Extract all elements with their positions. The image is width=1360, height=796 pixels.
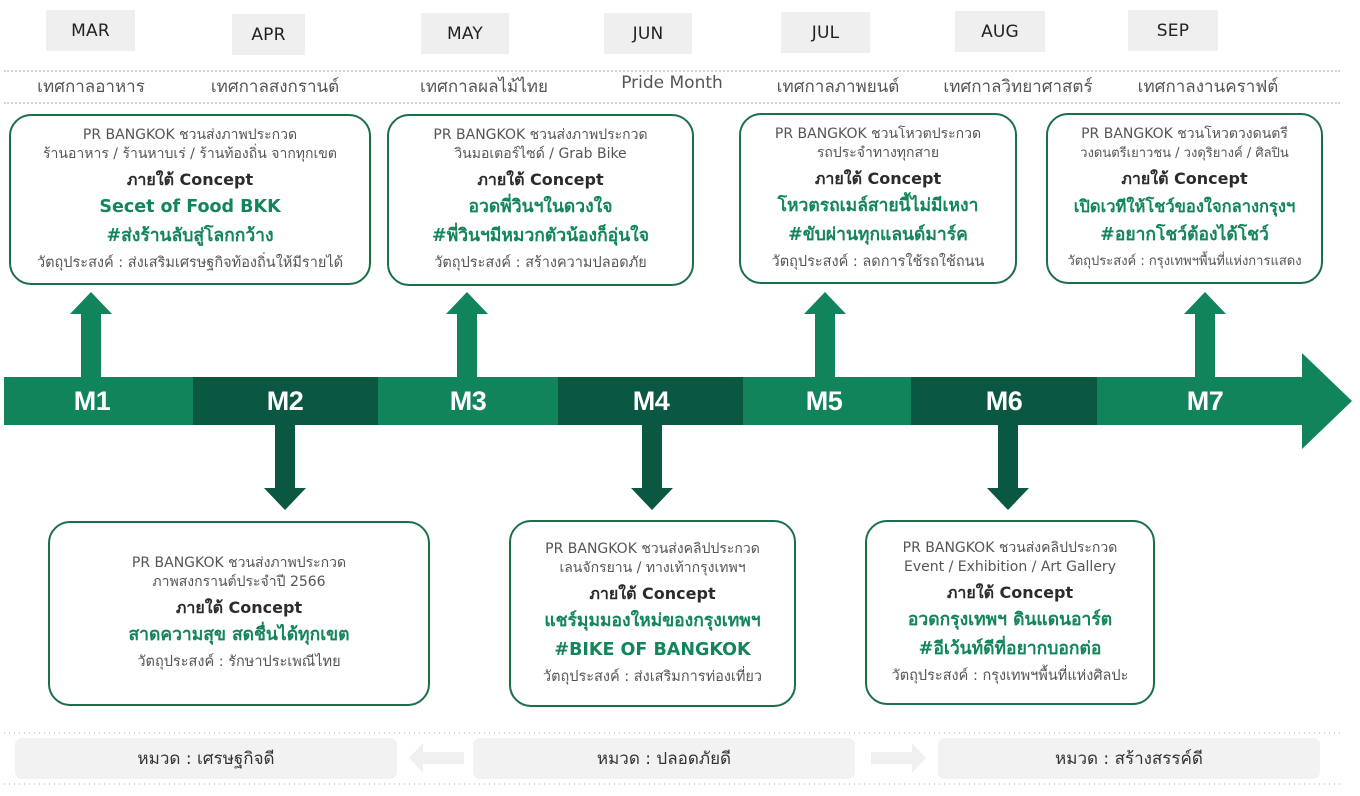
card-intro-line: วินมอเตอร์ไซด์ / Grab Bike xyxy=(454,146,627,162)
milestone-card-m5: PR BANGKOK ชวนโหวตประกวด รถประจำทางทุกสา… xyxy=(739,113,1017,284)
arrow-up-icon-m7 xyxy=(1184,292,1226,378)
card-concept-label: ภายใต้ Concept xyxy=(175,598,303,617)
milestone-card-m6: PR BANGKOK ชวนส่งคลิปประกวด Event / Exhi… xyxy=(865,520,1155,705)
festival-label-may: เทศกาลผลไม้ไทย xyxy=(420,77,548,97)
milestone-label-m7: M7 xyxy=(1186,385,1224,416)
milestone-label-m4: M4 xyxy=(632,385,670,416)
category-arrow-left-icon xyxy=(409,743,464,773)
card-intro-line: PR BANGKOK ชวนส่งคลิปประกวด xyxy=(902,539,1118,556)
card-intro-line: PR BANGKOK ชวนส่งภาพประกวด xyxy=(131,555,347,571)
card-intro-line: ภาพสงกรานต์ประจำปี 2566 xyxy=(152,574,326,590)
milestone-label-m6: M6 xyxy=(985,385,1023,416)
card-hashtag: #ส่งร้านลับสู่โลกกว้าง xyxy=(106,225,274,246)
arrow-up-icon-m3 xyxy=(446,292,488,378)
milestone-label-m1: M1 xyxy=(73,385,111,416)
timeline-segment-m5 xyxy=(743,377,911,425)
card-intro-line: PR BANGKOK ชวนส่งภาพประกวด xyxy=(82,126,298,143)
festival-label-jul: เทศกาลภาพยนต์ xyxy=(776,77,900,97)
festival-label-apr: เทศกาลสงกรานต์ xyxy=(210,77,340,97)
milestone-card-m2: PR BANGKOK ชวนส่งภาพประกวด ภาพสงกรานต์ปร… xyxy=(48,521,430,706)
card-intro-line: รถประจำทางทุกสาย xyxy=(816,144,940,161)
card-concept-label: ภายใต้ Concept xyxy=(946,582,1074,602)
festival-label-sep: เทศกาลงานคราฟต์ xyxy=(1137,77,1279,97)
category-safety: หมวด : ปลอดภัยดี xyxy=(473,738,855,779)
month-tag-jul: JUL xyxy=(781,12,870,53)
festival-label-aug: เทศกาลวิทยาศาสตร์ xyxy=(943,77,1093,97)
card-concept-label: ภายใต้ Concept xyxy=(1121,168,1248,188)
card-intro-line: PR BANGKOK ชวนส่งคลิปประกวด xyxy=(545,540,760,557)
card-hashtag: #BIKE OF BANGKOK xyxy=(554,639,751,660)
category-economy: หมวด : เศรษฐกิจดี xyxy=(15,738,397,779)
milestone-card-m3: PR BANGKOK ชวนส่งภาพประกวด วินมอเตอร์ไซด… xyxy=(387,114,694,286)
milestone-label-m3: M3 xyxy=(449,385,487,416)
card-objective: วัตถุประสงค์ : สร้างความปลอดภัย xyxy=(434,255,647,271)
milestone-card-m1: PR BANGKOK ชวนส่งภาพประกวด ร้านอาหาร / ร… xyxy=(9,114,371,285)
card-hashtag: #พี่วินฯมีหมวกตัวน้องก็อุ่นใจ xyxy=(432,226,649,246)
category-arrow-right-icon xyxy=(871,743,926,773)
card-objective: วัตถุประสงค์ : ลดการใช้รถใช้ถนน xyxy=(771,253,985,270)
card-concept-label: ภายใต้ Concept xyxy=(814,168,942,188)
card-intro-line: Event / Exhibition / Art Gallery xyxy=(904,558,1116,575)
card-intro-line: PR BANGKOK ชวนส่งภาพประกวด xyxy=(433,127,648,143)
timeline-segment-m7 xyxy=(1097,377,1303,425)
card-concept-label: ภายใต้ Concept xyxy=(126,169,254,189)
card-hashtag: #อีเว้นท์ดีที่อยากบอกต่อ xyxy=(918,638,1102,659)
card-headline: แชร์มุมมองใหม่ของกรุงเทพฯ xyxy=(544,610,761,631)
card-objective: วัตถุประสงค์ : ส่งเสริมการท่องเที่ยว xyxy=(542,668,763,685)
festival-label-mar: เทศกาลอาหาร xyxy=(37,77,145,97)
card-hashtag: #ขับผ่านทุกแลนด์มาร์ค xyxy=(788,224,968,245)
card-intro-line: PR BANGKOK ชวนโหวตประกวด xyxy=(774,125,982,142)
card-headline: Secet of Food BKK xyxy=(99,196,281,217)
card-objective: วัตถุประสงค์ : รักษาประเพณีไทย xyxy=(137,654,341,670)
card-headline: อวดกรุงเทพฯ ดินแดนอาร์ต xyxy=(907,609,1113,630)
month-tag-apr: APR xyxy=(232,14,305,55)
month-tag-sep: SEP xyxy=(1128,10,1218,51)
card-intro-line: ร้านอาหาร / ร้านหาบเร่ / ร้านท้องถิ่น จา… xyxy=(43,145,337,162)
arrow-up-icon-m5 xyxy=(804,292,846,378)
card-intro-line: เลนจักรยาน / ทางเท้ากรุงเทพฯ xyxy=(559,559,746,576)
month-tag-aug: AUG xyxy=(955,11,1045,52)
card-intro-line: วงดนตรีเยาวชน / วงดุริยางค์ / ศิลปิน xyxy=(1080,145,1289,161)
card-concept-label: ภายใต้ Concept xyxy=(477,170,604,189)
festival-row-bottom-divider xyxy=(4,102,1340,104)
timeline-segment-m2 xyxy=(193,377,378,425)
card-headline: สาดความสุข สดชื่นได้ทุกเขต xyxy=(128,625,350,645)
timeline-segment-m6 xyxy=(911,377,1097,425)
card-headline: เปิดเวทีให้โชว์ของใจกลางกรุงฯ xyxy=(1073,196,1296,216)
card-objective: วัตถุประสงค์ : กรุงเทพฯพื้นที่แห่งการแสด… xyxy=(1067,253,1302,269)
month-tag-jun: JUN xyxy=(604,13,692,54)
card-objective: วัตถุประสงค์ : กรุงเทพฯพื้นที่แห่งศิลปะ xyxy=(891,667,1129,684)
milestone-label-m5: M5 xyxy=(805,385,843,416)
card-intro-line: PR BANGKOK ชวนโหวตวงดนตรี xyxy=(1081,125,1288,142)
arrow-down-icon-m6 xyxy=(987,424,1029,510)
card-headline: โหวตรถเมล์สายนี้ไม่มีเหงา xyxy=(777,195,979,216)
card-objective: วัตถุประสงค์ : ส่งเสริมเศรษฐกิจท้องถิ่นใ… xyxy=(36,254,344,271)
festival-row-top-divider xyxy=(4,70,1340,72)
arrow-up-icon-m1 xyxy=(70,292,112,378)
month-tag-mar: MAR xyxy=(46,10,135,51)
month-tag-may: MAY xyxy=(421,13,509,54)
card-headline: อวดพี่วินฯในดวงใจ xyxy=(468,197,613,217)
festival-label-jun: Pride Month xyxy=(621,73,723,93)
milestone-card-m7: PR BANGKOK ชวนโหวตวงดนตรี วงดนตรีเยาวชน … xyxy=(1046,113,1323,284)
category-creativity: หมวด : สร้างสรรค์ดี xyxy=(938,738,1320,779)
milestone-card-m4: PR BANGKOK ชวนส่งคลิปประกวด เลนจักรยาน /… xyxy=(509,520,796,707)
timeline-arrowhead-icon xyxy=(1302,353,1352,449)
milestone-label-m2: M2 xyxy=(266,385,304,416)
timeline-segment-m4 xyxy=(558,377,743,425)
arrow-down-icon-m2 xyxy=(264,424,306,510)
card-hashtag: #อยากโชว์ต้องได้โชว์ xyxy=(1100,224,1269,245)
card-concept-label: ภายใต้ Concept xyxy=(589,583,716,603)
timeline-segment-m1 xyxy=(4,377,193,425)
arrow-down-icon-m4 xyxy=(631,424,673,510)
timeline-segment-m3 xyxy=(378,377,558,425)
